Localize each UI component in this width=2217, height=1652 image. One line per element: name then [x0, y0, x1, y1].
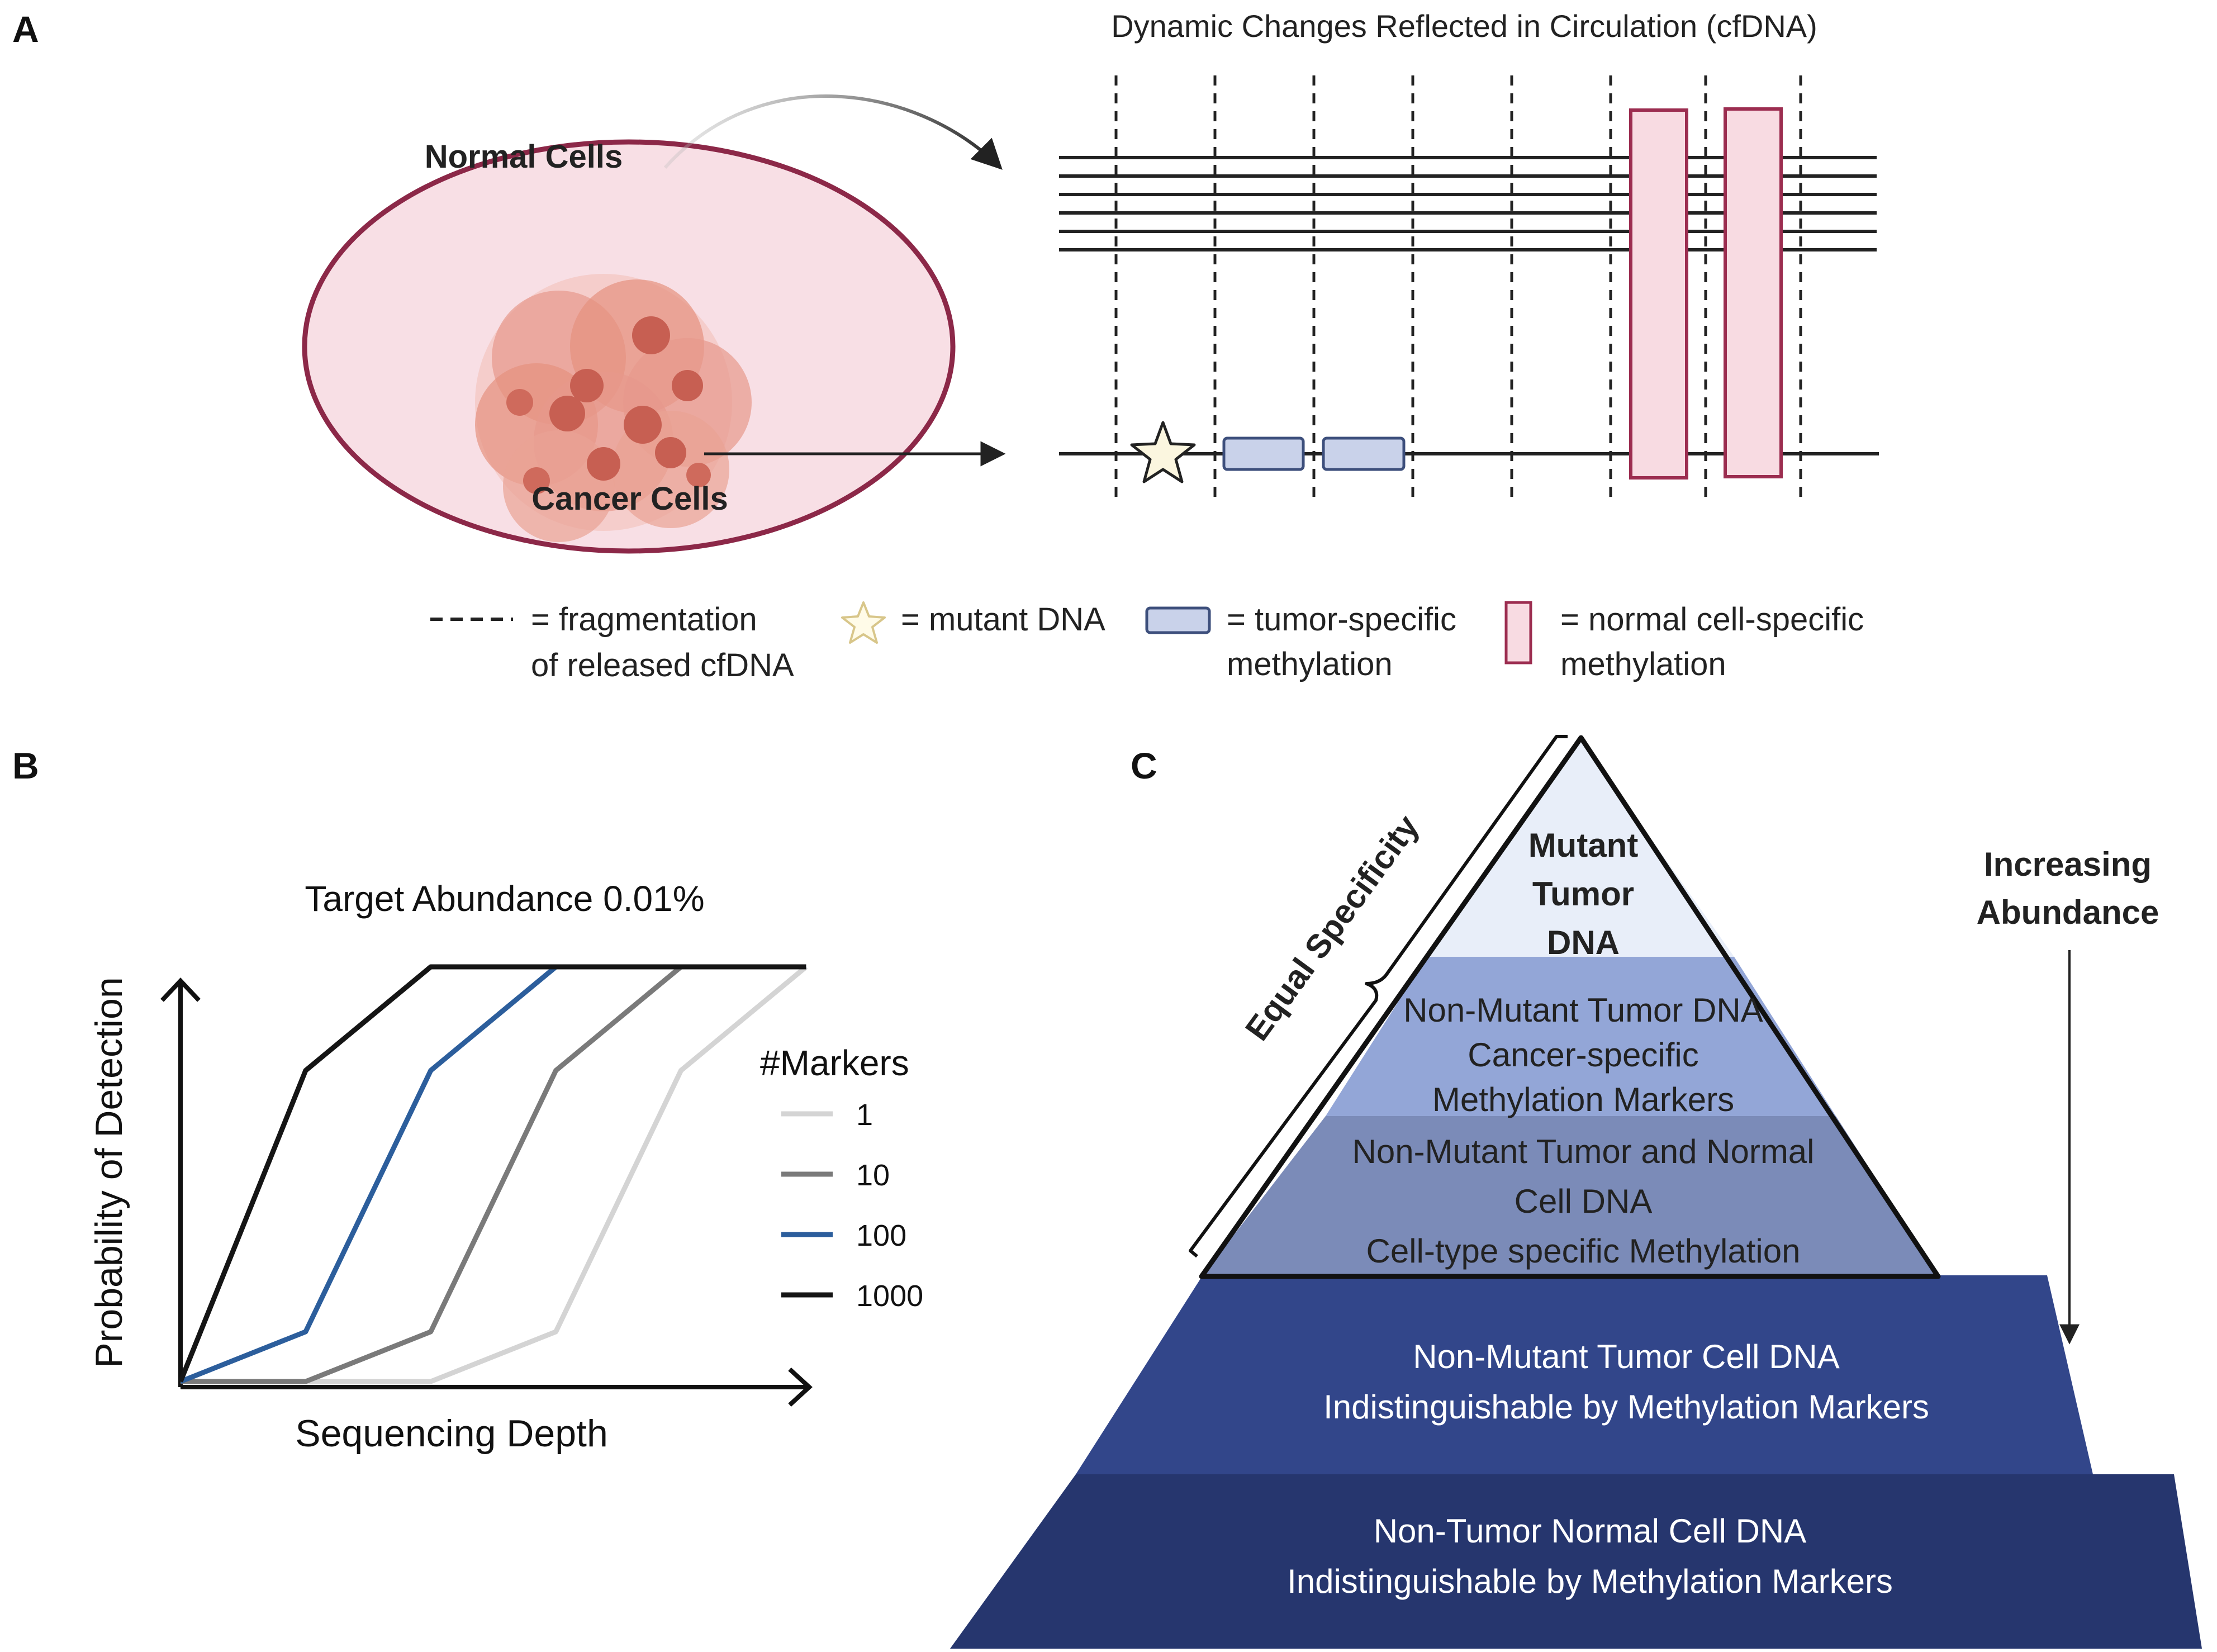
tier-lower-text: Non-Mutant Tumor Cell DNA: [1413, 1338, 1840, 1375]
pyramid-tier-bottom: [950, 1474, 2202, 1649]
tier-bottom-text: Indistinguishable by Methylation Markers: [1287, 1563, 1893, 1600]
normal-cells-label: Normal Cells: [425, 139, 623, 175]
tier-top-text: Mutant: [1528, 827, 1639, 864]
tumor-methylation-box: [1322, 436, 1406, 471]
x-axis-label: Sequencing Depth: [295, 1412, 608, 1455]
legend-tumor-text: = tumor-specific: [1227, 601, 1456, 638]
legend-fragmentation-text: of released cfDNA: [531, 647, 794, 683]
normal-cells-arrow: [663, 94, 1003, 170]
legend-label-100: 100: [856, 1219, 906, 1252]
pyramid-tier-middle: [1203, 1116, 1938, 1275]
mutant-star-icon: [1130, 421, 1196, 483]
legend-star-icon: [841, 601, 886, 644]
equal-specificity-brace: [1189, 735, 1568, 1258]
series-line-100: [179, 964, 806, 1384]
series-line-1: [181, 965, 808, 1384]
normal-methylation-bar: [1629, 108, 1688, 480]
legend-mutant: = mutant DNA: [841, 601, 1105, 644]
legend-normal: = normal cell-specific methylation: [1504, 601, 1864, 682]
normal-methylation-bar: [1724, 107, 1783, 478]
increasing-abundance-label: Abundance: [1977, 894, 2159, 931]
fragmentation-lines: [1114, 75, 1802, 503]
legend-fragmentation: = fragmentation of released cfDNA: [430, 601, 794, 683]
tier-top-text: DNA: [1547, 924, 1620, 961]
series-line-1000: [178, 964, 806, 1383]
tier-bottom-text: Non-Tumor Normal Cell DNA: [1374, 1512, 1807, 1550]
tier-lower-text: Indistinguishable by Methylation Markers: [1323, 1388, 1929, 1426]
pyramid-tier-top: [1427, 739, 1734, 957]
increasing-abundance-label: Increasing: [1984, 846, 2152, 883]
y-axis-label: Probability of Detection: [88, 977, 130, 1368]
legend-label-10: 10: [856, 1159, 890, 1192]
panel-label-c: C: [1131, 745, 1157, 786]
legend-title: #Markers: [760, 1043, 909, 1083]
legend-tumor: = tumor-specific methylation: [1145, 601, 1456, 682]
tier-upper-text: Non-Mutant Tumor DNA: [1403, 991, 1763, 1029]
pyramid-tier-upper: [1326, 957, 1836, 1116]
pyramid-outline: [1199, 735, 1941, 1279]
pyramid-tier-lower: [1076, 1275, 2093, 1474]
legend-tumor-box: [1145, 606, 1211, 634]
legend-label-1: 1: [856, 1098, 873, 1132]
legend-normal-text: = normal cell-specific: [1560, 601, 1864, 638]
panel-a-title: Dynamic Changes Reflected in Circulation…: [1111, 8, 1817, 44]
tier-upper-text: Methylation Markers: [1432, 1081, 1734, 1118]
panel-label-a: A: [12, 8, 39, 50]
legend-mutant-text: = mutant DNA: [901, 601, 1105, 638]
chart-legend: 1 10 100 1000: [781, 1098, 923, 1313]
cancer-cell-cluster: [475, 274, 752, 542]
chart-title: Target Abundance 0.01%: [305, 879, 704, 919]
legend-tumor-text: methylation: [1227, 646, 1393, 682]
tumor-methylation-box: [1222, 436, 1305, 471]
tier-middle-text: Non-Mutant Tumor and Normal: [1352, 1133, 1815, 1170]
legend-normal-text: methylation: [1560, 646, 1726, 682]
legend-label-1000: 1000: [856, 1279, 923, 1313]
legend-normal-box: [1504, 601, 1532, 664]
tier-top-text: Tumor: [1532, 875, 1634, 913]
legend-fragmentation-text: = fragmentation: [531, 601, 757, 638]
tier-middle-text: Cell-type specific Methylation: [1366, 1232, 1801, 1270]
tier-middle-text: Cell DNA: [1515, 1183, 1653, 1220]
chart-series-group: [178, 964, 808, 1384]
series-line-10: [181, 964, 806, 1384]
panel-label-b: B: [12, 745, 39, 786]
cancer-cells-label: Cancer Cells: [531, 481, 728, 517]
chart-axes: [160, 977, 813, 1407]
tier-upper-text: Cancer-specific: [1468, 1036, 1698, 1074]
